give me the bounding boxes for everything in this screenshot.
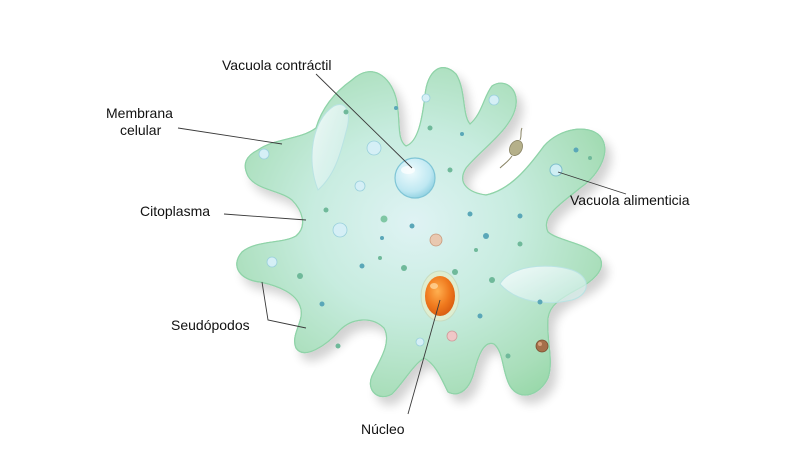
leader-food-vacuole: [557, 171, 627, 195]
label-nucleus: Núcleo: [361, 421, 405, 437]
food-vacuole: [549, 163, 563, 177]
prey-organism-ciliate: [535, 339, 549, 353]
contractile-vacuole: [394, 157, 436, 199]
label-cell-membrane-line1: Membrana: [106, 105, 173, 121]
leader-contractile-vacuole: [315, 73, 413, 169]
leader-cell-membrane: [177, 127, 283, 145]
pseudopod-lobe-right: [499, 265, 587, 304]
amoeba-cell: [236, 67, 606, 398]
nucleus: [425, 276, 455, 316]
contractile-vacuole-highlight: [401, 166, 415, 174]
leader-cytoplasm: [223, 213, 307, 221]
leader-pseudopods: [261, 281, 307, 329]
prey-organism-flagellate: [499, 127, 523, 169]
leader-lines: [177, 73, 627, 415]
cytoplasm-granules: [258, 93, 592, 359]
nucleus-highlight: [430, 283, 438, 289]
leader-nucleus: [407, 299, 441, 415]
label-cell-membrane-line2: celular: [120, 122, 162, 138]
label-food-vacuole: Vacuola alimenticia: [570, 192, 690, 208]
label-cytoplasm: Citoplasma: [140, 203, 210, 219]
label-pseudopods: Seudópodos: [171, 317, 250, 333]
label-contractile-vacuole: Vacuola contráctil: [222, 57, 331, 73]
pseudopod-lobe-left: [311, 104, 349, 191]
